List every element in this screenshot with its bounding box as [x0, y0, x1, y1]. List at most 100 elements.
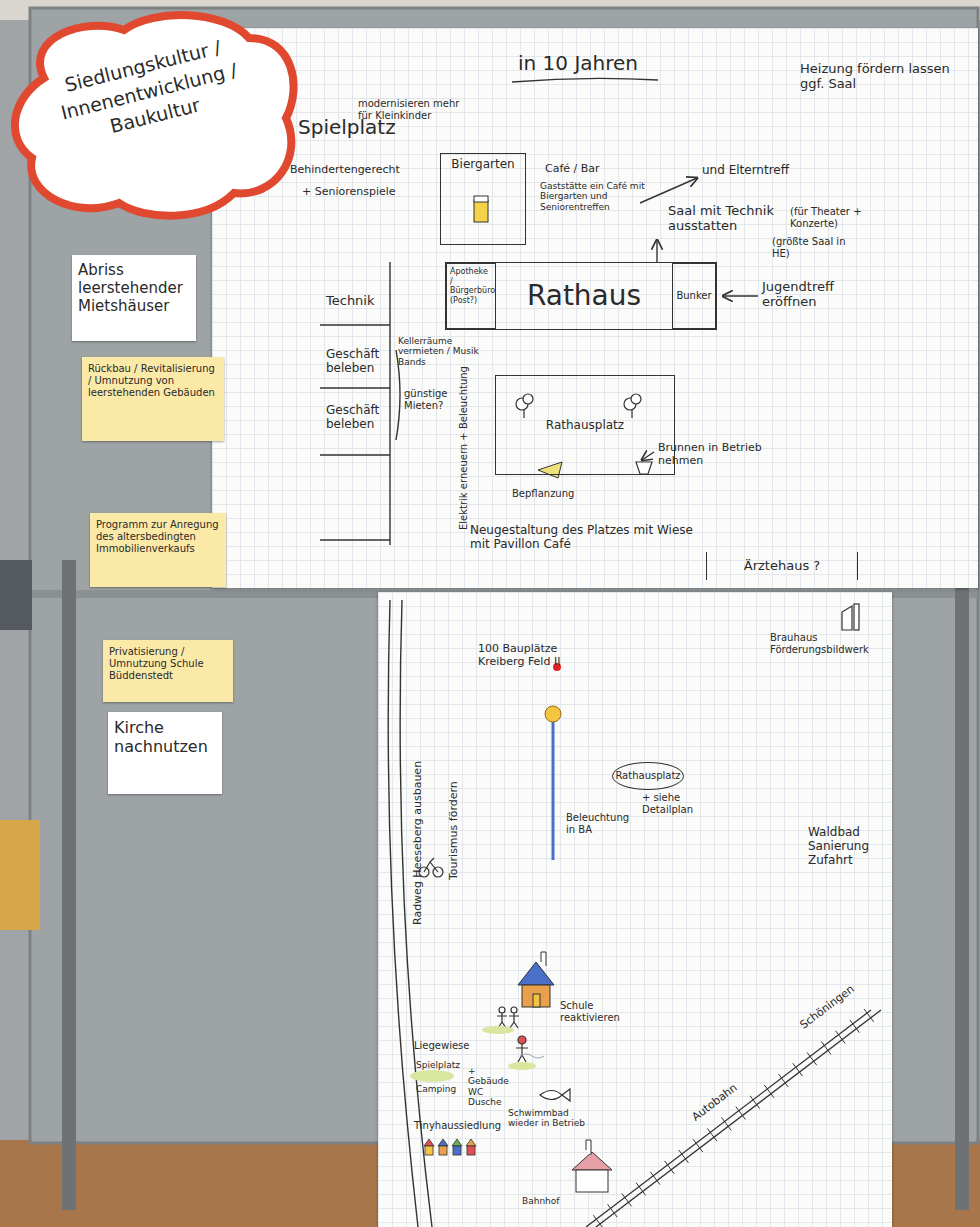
- note-text: + Gebäude WC Dusche: [468, 1066, 509, 1107]
- node-text: Kirche nachnutzen: [114, 718, 216, 756]
- idea-card: Abriss leerstehender Mietshäuser: [72, 255, 196, 341]
- note-text: Waldbad Sanierung Zufahrt: [808, 825, 869, 867]
- handwritten-note: (größte Saal in HE): [772, 236, 864, 259]
- handwritten-note: Behindertengerecht: [290, 164, 400, 177]
- note-text: 100 Bauplätze Kreiberg Feld II: [478, 642, 560, 668]
- railway-tie: [750, 1096, 760, 1109]
- railway-tie: [636, 1183, 646, 1196]
- apotheke-box: Apotheke / Bürgerbüro (Post?): [446, 263, 496, 329]
- note-text: Camping: [416, 1084, 456, 1094]
- idea-card: Rückbau / Revitalisierung / Umnutzung vo…: [82, 357, 224, 441]
- note-text: Behindertengerecht: [290, 163, 400, 176]
- idea-card: Programm zur Anregung des altersbedingte…: [90, 513, 226, 587]
- note-text: Beleuchtung in BA: [566, 812, 629, 835]
- cloud-shape: [15, 15, 294, 216]
- handwritten-note: Kellerräume vermieten / Musik Bands: [398, 336, 490, 367]
- note-text: Schule reaktivieren: [560, 1000, 620, 1023]
- railway-tie: [793, 1063, 803, 1076]
- handwritten-note: Schöningen: [798, 983, 857, 1032]
- handwritten-note: Jugendtreff eröffnen: [762, 280, 862, 310]
- handwritten-note: Beleuchtung in BA: [566, 812, 638, 835]
- handwritten-note: Liegewiese: [414, 1040, 469, 1052]
- note-text: Technik: [326, 293, 375, 308]
- note-text: + siehe Detailplan: [642, 792, 693, 815]
- node-text: Rathaus: [498, 263, 670, 328]
- node-text: Ärztehaus ?: [707, 558, 857, 574]
- railway-tie: [650, 1172, 660, 1185]
- handwritten-note: + Seniorenspiele: [302, 186, 396, 199]
- handwritten-note: Waldbad Sanierung Zufahrt: [808, 826, 888, 867]
- topic-cloud: Siedlungskultur / Innenentwicklung / Bau…: [4, 8, 304, 228]
- handwritten-note: Brauhaus Förderungsbildwerk: [770, 632, 882, 655]
- bunker-box: Bunker: [672, 263, 716, 329]
- handwritten-note: Bepflanzung: [512, 488, 574, 500]
- handwritten-note: Spielplatz: [416, 1060, 460, 1070]
- handwritten-note: Bahnhof: [522, 1196, 559, 1206]
- note-text: Neugestaltung des Platzes mit Wiese mit …: [470, 523, 693, 551]
- railway-tie: [836, 1031, 846, 1044]
- railway-tie: [864, 1009, 874, 1022]
- biergarten-box: Biergarten: [440, 153, 526, 245]
- note-text: Tinyhaussiedlung: [414, 1120, 501, 1131]
- note-text: modernisieren mehr für Kleinkinder: [358, 98, 459, 121]
- note-text: in 10 Jahren: [518, 51, 638, 75]
- note-text: Schöningen: [797, 982, 856, 1031]
- handwritten-note: (für Theater + Konzerte): [790, 206, 882, 229]
- handwritten-note: in 10 Jahren: [518, 52, 638, 75]
- railway-tie: [722, 1118, 732, 1131]
- flipchart-sheet: [378, 592, 892, 1227]
- handwritten-note: Café / Bar: [545, 163, 600, 176]
- handwritten-note: Autobahn: [690, 1082, 740, 1124]
- railway-tie: [764, 1085, 774, 1098]
- handwritten-note: 100 Bauplätze Kreiberg Feld II: [478, 643, 598, 668]
- note-text: Geschäft beleben: [326, 403, 379, 431]
- handwritten-note: Schwimmbad wieder in Betrieb: [508, 1108, 590, 1129]
- note-text: Radweg Heeseberg ausbauen: [411, 761, 424, 925]
- note-text: + Seniorenspiele: [302, 185, 396, 198]
- railway-tie: [622, 1193, 632, 1206]
- node-text: Bunker: [673, 290, 715, 302]
- note-text: Schwimmbad wieder in Betrieb: [508, 1108, 585, 1128]
- node-text: Rückbau / Revitalisierung / Umnutzung vo…: [88, 363, 218, 399]
- node-text: Biergarten: [444, 157, 522, 171]
- handwritten-note: Geschäft beleben: [326, 348, 388, 376]
- note-text: Brunnen in Betrieb nehmen: [658, 441, 762, 467]
- railway-tie: [608, 1204, 618, 1217]
- handwritten-note: Gaststätte ein Café mit Biergarten und S…: [540, 181, 658, 212]
- note-text: günstige Mieten?: [404, 388, 447, 411]
- railway-tie: [693, 1139, 703, 1152]
- oval-box: Rathausplatz: [612, 762, 684, 790]
- note-text: Liegewiese: [414, 1040, 469, 1051]
- railway-tie: [593, 1215, 603, 1227]
- handwritten-note: Tourismus fördern: [448, 781, 461, 880]
- railway-tie: [736, 1107, 746, 1120]
- handwritten-note: Geschäft beleben: [326, 404, 388, 432]
- railway-tie: [665, 1161, 675, 1174]
- handwritten-note: modernisieren mehr für Kleinkinder: [358, 98, 473, 121]
- note-text: Autobahn: [689, 1081, 739, 1123]
- platz-box: Rathausplatz: [495, 375, 675, 475]
- node-text: Abriss leerstehender Mietshäuser: [78, 261, 190, 315]
- railway-tie: [679, 1150, 689, 1163]
- handwritten-note: und Elterntreff: [702, 164, 789, 178]
- note-text: (für Theater + Konzerte): [790, 206, 862, 229]
- node-text: Rathausplatz: [496, 418, 674, 432]
- note-text: Gaststätte ein Café mit Biergarten und S…: [540, 181, 645, 212]
- note-text: Bepflanzung: [512, 488, 574, 499]
- note-text: Tourismus fördern: [447, 781, 460, 880]
- node-text: Rathausplatz: [613, 770, 683, 782]
- note-text: Heizung fördern lassen ggf. Saal: [800, 61, 950, 91]
- handwritten-note: Tinyhaussiedlung: [414, 1120, 501, 1132]
- handwritten-note: Saal mit Technik ausstatten: [668, 204, 780, 234]
- note-text: und Elterntreff: [702, 163, 789, 177]
- rathaus-box: RathausApotheke / Bürgerbüro (Post?) Bunk…: [445, 262, 717, 330]
- note-text: Brauhaus Förderungsbildwerk: [770, 632, 869, 655]
- handwritten-note: Brunnen in Betrieb nehmen: [658, 442, 763, 467]
- handwritten-note: Neugestaltung des Platzes mit Wiese mit …: [470, 524, 710, 552]
- handwritten-note: + siehe Detailplan: [642, 792, 732, 815]
- node-text: Apotheke / Bürgerbüro (Post?): [450, 267, 492, 305]
- note-text: Jugendtreff eröffnen: [762, 279, 834, 309]
- handwritten-note: Radweg Heeseberg ausbauen: [412, 761, 425, 925]
- idea-card: Privatisierung / Umnutzung Schule Büdden…: [103, 640, 233, 702]
- handwritten-note: Elektrik erneuern + Beleuchtung: [458, 366, 470, 530]
